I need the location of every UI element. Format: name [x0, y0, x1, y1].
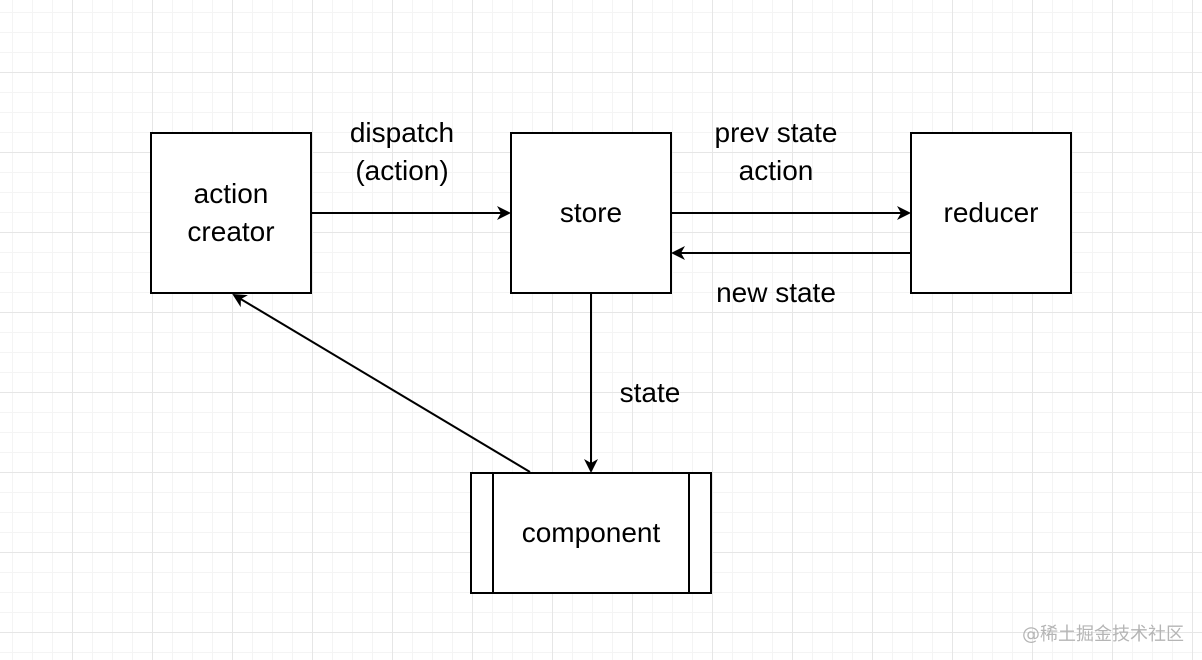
new-state-label: new state — [716, 277, 836, 308]
store-label: store — [511, 133, 671, 293]
component-label-text: component — [521, 517, 661, 548]
reducer-label: reducer — [911, 133, 1071, 293]
action-creator-node — [150, 132, 312, 294]
dispatch-label-line2: (action) — [355, 155, 449, 186]
prev-state-label: prev state action — [676, 114, 876, 190]
action-creator-label-line1: action — [193, 178, 269, 209]
prev-state-label-line1: prev state — [714, 117, 838, 148]
store-label-text: store — [559, 197, 623, 228]
dispatch-label-line1: dispatch — [349, 117, 455, 148]
action-creator-label: action creator — [151, 133, 311, 293]
watermark: @稀土掘金技术社区 — [1022, 624, 1184, 645]
store-node — [510, 132, 672, 294]
component-label: component — [493, 473, 689, 593]
prev-state-label-line2: action — [738, 155, 814, 186]
reducer-label-text: reducer — [943, 197, 1039, 228]
component-to-action-creator-arrow — [232, 293, 531, 473]
action-creator-label-line2: creator — [187, 216, 275, 247]
state-label: state — [619, 377, 681, 408]
component-node — [470, 472, 712, 594]
dispatch-label: dispatch (action) — [322, 114, 482, 190]
reducer-node — [910, 132, 1072, 294]
